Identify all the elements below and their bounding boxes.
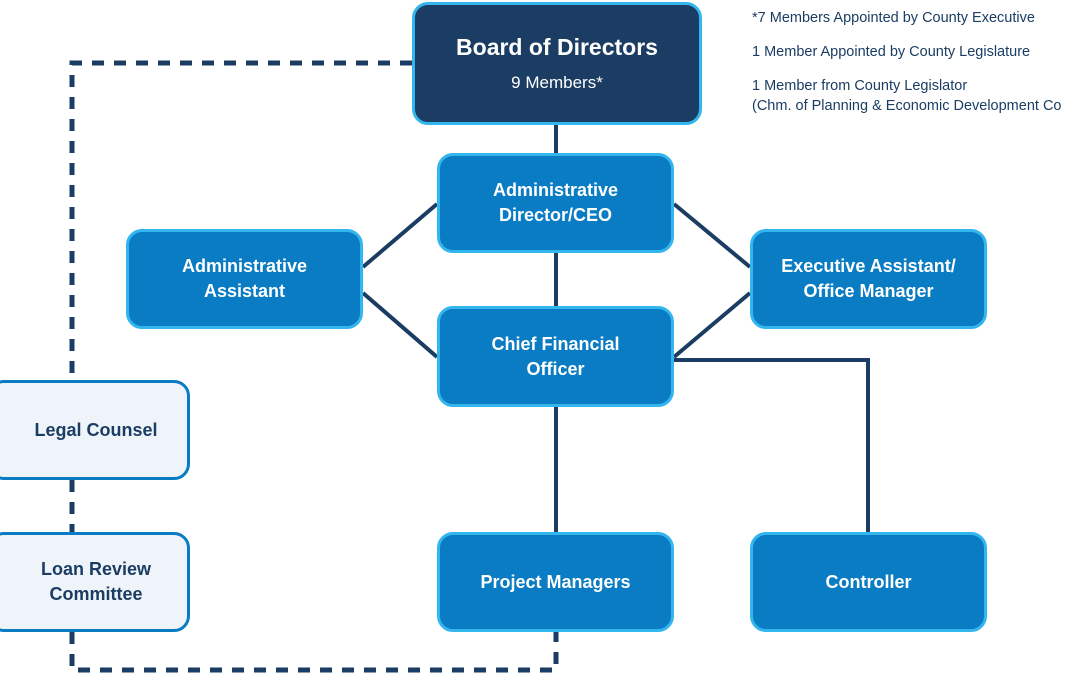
board-subtitle: 9 Members* [511,73,603,92]
board-title: Board of Directors [456,34,658,60]
board-notes: *7 Members Appointed by County Executive… [752,8,1061,130]
administrative-director-box: Administrative Director/CEO [437,153,674,253]
loan-review-committee-box: Loan Review Committee [0,532,190,632]
dashed-board-to-legal [69,60,412,380]
node-label: Executive Assistant/ [781,256,956,276]
note-line: 1 Member from County Legislator [752,78,968,94]
node-label: Loan Review [40,559,152,579]
line-director-to-admin-assistant [361,202,439,269]
node-label: Officer [526,358,585,379]
line-cfo-to-admin-assistant [361,291,439,359]
dashed-loan-to-project-managers [69,632,559,673]
board-of-directors-box: Board of Directors 9 Members* [412,2,702,125]
chief-financial-officer-box: Chief Financial Officer [437,306,674,407]
node-label: Legal Counsel [34,419,158,440]
node-label: Administrative [181,256,308,276]
administrative-assistant-box: Administrative Assistant [126,229,363,329]
note-line: 1 Member Appointed by County Legislature [752,44,1031,60]
node-label: Controller [825,571,912,592]
node-label: Office Manager [803,281,934,301]
node-label: Director/CEO [498,205,613,225]
project-managers-box: Project Managers [437,532,674,632]
line-cfo-to-exec-assistant [672,291,752,359]
node-label: Committee [49,584,143,604]
note-line: (Chm. of Planning & Economic Development… [752,98,1062,114]
node-label: Project Managers [480,571,631,592]
note-line: *7 Members Appointed by County Executive [752,10,1035,26]
executive-assistant-box: Executive Assistant/ Office Manager [750,229,987,329]
line-cfo-to-controller [674,358,870,532]
node-label: Chief Financial [491,333,620,354]
legal-counsel-box: Legal Counsel [0,380,190,480]
node-label: Assistant [203,281,286,301]
node-label: Administrative [492,180,619,200]
line-director-to-exec-assistant [672,202,752,269]
controller-box: Controller [750,532,987,632]
